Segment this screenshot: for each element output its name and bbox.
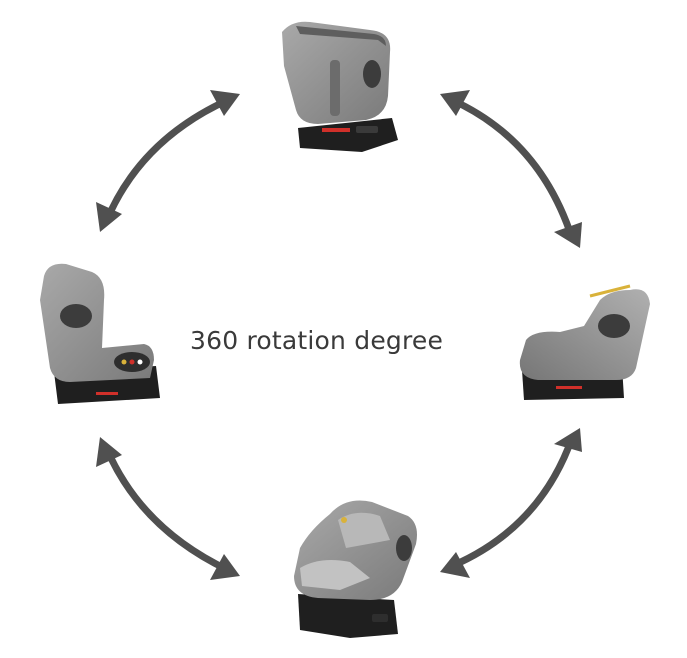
arrowhead-icon	[554, 222, 582, 248]
arrowhead-icon	[440, 552, 470, 578]
caption-rotation: 360 rotation degree	[190, 326, 444, 355]
car-seat-rear-view-icon	[282, 21, 398, 152]
arrowhead-icon	[96, 437, 122, 467]
car-seat-front-view-icon	[294, 500, 417, 638]
car-seat-side-right-icon	[519, 284, 650, 400]
arrowheads	[96, 90, 582, 580]
arrowhead-icon	[440, 90, 470, 116]
arrowhead-icon	[210, 90, 240, 116]
arrow-bottom-left-icon	[102, 443, 232, 574]
rotation-arrows	[102, 96, 576, 574]
arrowhead-icon	[96, 202, 122, 232]
arrow-top-left-icon	[102, 96, 232, 226]
arrow-top-right-icon	[448, 96, 576, 242]
arrowhead-icon	[554, 428, 582, 452]
arrowhead-icon	[210, 554, 240, 580]
arrow-bottom-right-icon	[448, 434, 576, 570]
car-seat-side-left-icon	[40, 263, 160, 404]
